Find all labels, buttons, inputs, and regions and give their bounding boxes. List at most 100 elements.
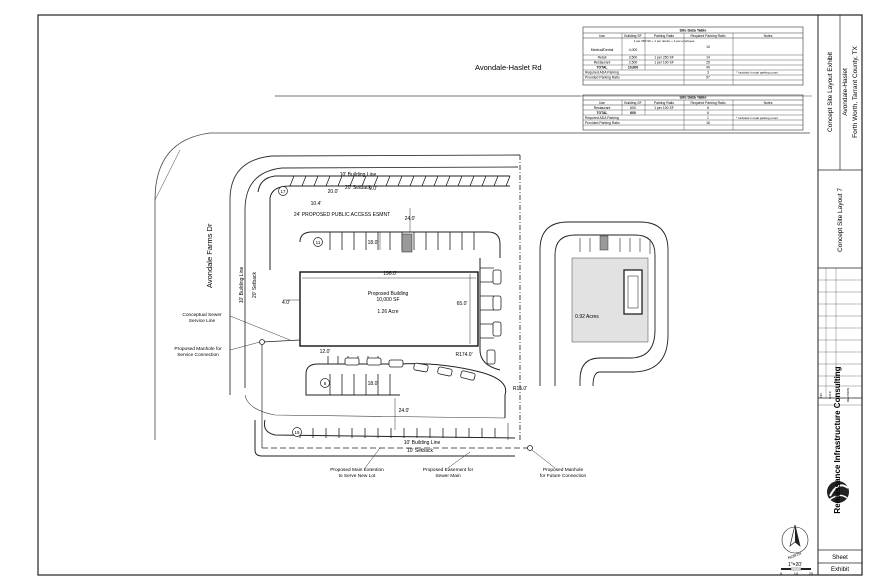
road-west-label: Avondale Farms Dr [205,223,214,288]
dim-24-bot: 24.0' [399,408,410,414]
manhole-service [259,339,265,345]
building-sf: 10,000 SF [376,297,399,303]
dim-65: 65.0' [457,301,468,307]
sewer-lines [261,339,530,449]
building-line-side: 10' Building Line [239,267,245,304]
stall-count-top: 17 [280,189,286,194]
table1-r5c0: Provided Parking Ratio [585,76,620,80]
table2-r3c0: Provided Parking Ratio [585,121,620,125]
table1-r1c2: 1 per 250 SF [654,56,674,60]
table1-h2: Parking Ratio [654,34,674,38]
callout-leaders [229,315,556,469]
callout-manhole-service-1: Proposed Manhole for [174,346,222,352]
stall-count-bottom: 19 [294,430,300,435]
dim-196: 196.0' [383,271,397,277]
table1-r1c1: 3,500 [629,56,638,60]
building-line-top: 10' Building Line [340,172,377,178]
scale-tick-0: 0 [780,571,783,576]
public-access-easement: 24' PROPOSED PUBLIC ACCESS ESMNT [294,212,390,218]
dim-18-top: 18.0' [368,240,379,246]
table1-r1c0: Retail [598,56,607,60]
property-boundary [229,154,521,440]
rev-header-date: DATE [828,391,832,399]
dumpster-enclosure [401,233,413,253]
project-name: Avondale-Haslet [842,68,849,116]
dim-20: 20.0' [328,189,339,195]
table1-r4c3: 3 [707,71,709,75]
table2-title: Site Data Table [680,96,707,100]
lot2-acre: 0.92 Acres [575,314,599,320]
callout-easement-2: Sewer Main [435,473,461,479]
callout-main-ext-1: Proposed Main Extention [330,467,384,473]
callout-main-ext-2: to Serve New Lot [339,473,376,479]
parking-row-top [289,175,511,187]
table2-h2: Parking Ratio [654,101,674,105]
table2-r0c2: 1 per 100 SF [654,106,674,110]
table1-r2c1: 2,500 [629,61,638,65]
rev-header-no: NO. [819,392,823,398]
table1-r2c3: 25 [706,61,710,65]
site-data-table-2: Site Data Table Use Building SF Parking … [582,94,804,131]
table1-r1c3: 14 [706,56,710,60]
curb-lines [254,175,516,457]
setback-bottom: 10' Setback [407,448,433,454]
callout-manhole-future-2: for Future Connection [540,473,587,479]
dim-9: 9.0' [369,186,377,192]
lot2-building [623,269,643,315]
stall-count-markers: 17 11 8 19 [278,186,330,437]
table1-r3c3: 49 [706,66,710,70]
table1-r2c0: Restaurant [594,61,611,65]
project-location: Forth Worth, Tarrant County, TX [852,46,859,138]
building-acre: 1.26 Acre [377,309,398,315]
callout-manhole-future-1: Proposed Manhole [543,467,584,473]
table2-r1c3: 6 [707,111,709,115]
table2-r0c1: 600 [630,106,636,110]
table2-r2c3: 1 [707,116,709,120]
table1-h3: Required Parking Ratio [690,34,725,38]
table2-h3: Required Parking Ratio [690,101,725,105]
stall-count-mid: 11 [316,240,321,245]
table1-r3c1: 10,000 [628,66,638,70]
table1-title: Site Data Table [680,29,707,33]
exhibit-title: Concept Site Layout Exhibit [827,52,834,132]
table2-r2c0: Required ADA Parking [585,116,619,120]
road-north-label: Avondale-Haslet Rd [475,63,542,72]
callout-sewer-line-2: Service Line [189,318,216,324]
sheet-border [37,14,863,576]
company-name: Renaissance Infrastructure Consulting [833,366,842,513]
setback-side: 20' Setback [252,272,258,298]
lot-2 [539,221,669,387]
table1-r3c0: TOTAL [597,66,608,70]
sheet-value: Exhibit [831,567,849,573]
drive-thru-cars [344,269,502,381]
scale-bar [781,567,811,571]
stall-count-left: 8 [324,381,327,386]
table1-r0c3: 10 [706,45,710,49]
proposed-building [299,271,479,347]
table2-r1c1: 600 [630,111,636,115]
site-data-table-1: Site Data Table Use Building SF Parking … [582,26,804,86]
company-logo [827,481,849,503]
table2-h4: Notes [764,101,773,105]
manhole-future [527,445,533,451]
dimension-lines [283,208,476,430]
rev-header-revision: REVISION [846,388,850,402]
table2-r1c0: TOTAL [597,111,608,115]
table1-r2c2: 1 per 100 SF [654,61,674,65]
table2-h1: Building SF [624,101,641,105]
title-block [818,15,862,564]
table1-h1: Building SF [624,34,641,38]
scale-label: 1"=20' [788,562,802,568]
table1-r5c3: 57 [706,76,710,80]
dim-r15: R15.0' [513,386,527,392]
callout-sewer-line-1: Conceptual Sewer [182,312,222,318]
dim-4: 4.0' [282,300,290,306]
dim-24-top: 24.0' [405,216,416,222]
scale-tick-10: 10 [794,571,799,576]
table1-r0c1: 4,000 [629,48,638,52]
table2-h0: Use [599,101,605,105]
callout-easement-1: Proposed Easement for [423,467,474,473]
lot2-dumpster [599,235,609,251]
table1-h0: Use [599,34,605,38]
